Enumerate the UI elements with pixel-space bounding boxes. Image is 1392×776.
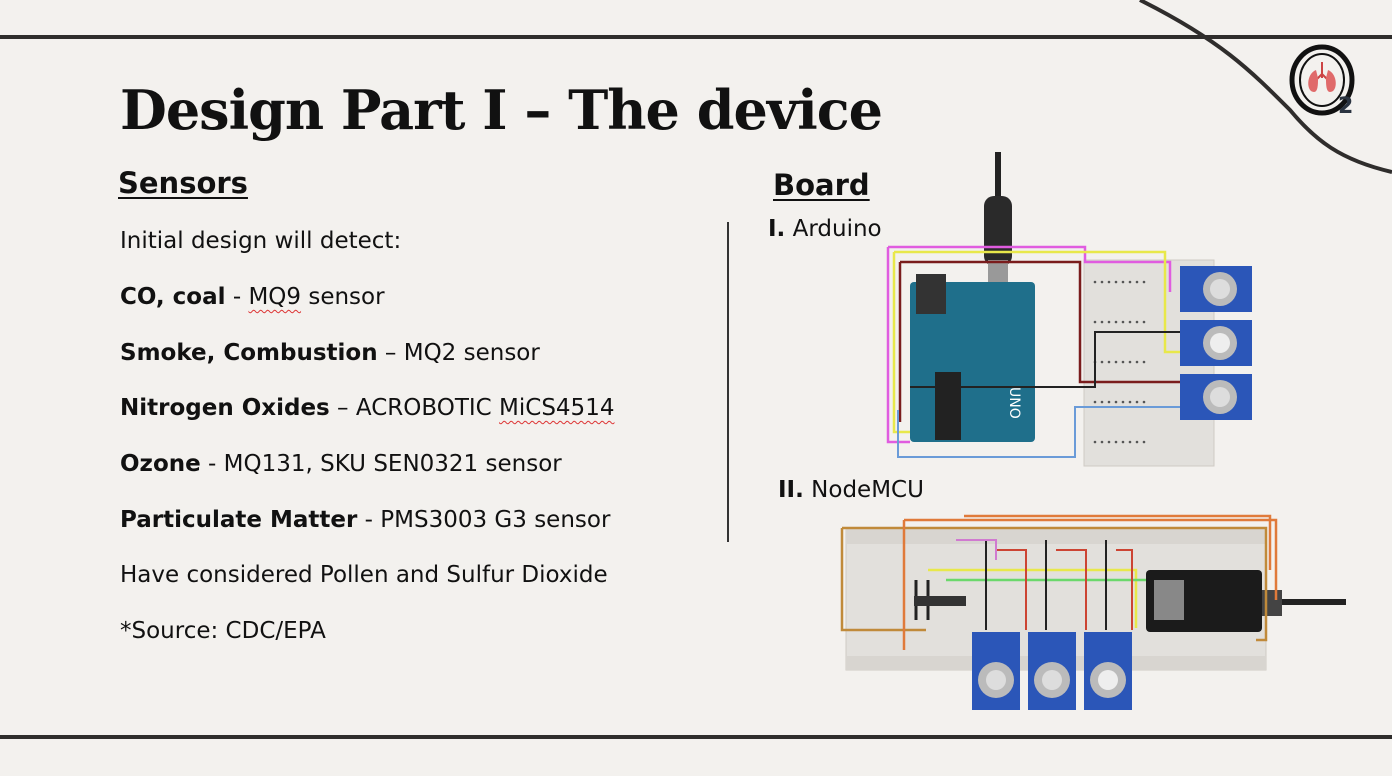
logo: 2 bbox=[1286, 44, 1366, 124]
sensor-item-particulate: Particulate Matter - PMS3003 G3 sensor bbox=[120, 507, 610, 533]
arduino-wiring-diagram: UNO bbox=[886, 152, 1252, 467]
lungs-logo-icon bbox=[1289, 44, 1355, 116]
sensor-label: Particulate Matter bbox=[120, 507, 358, 533]
nodemcu-wiring-diagram bbox=[840, 514, 1346, 710]
sensor-value: PMS3003 G3 sensor bbox=[380, 507, 611, 533]
arduino-sensor-modules bbox=[1180, 266, 1252, 420]
sensor-value: ACROBOTIC bbox=[355, 395, 500, 421]
board-numeral: I. bbox=[768, 216, 786, 242]
sensor-value: MQ131, SKU SEN0321 sensor bbox=[223, 451, 562, 477]
sensors-source: *Source: CDC/EPA bbox=[120, 618, 326, 644]
sensor-sep: - bbox=[357, 507, 381, 533]
sensors-heading: Sensors bbox=[118, 166, 248, 200]
bottom-rule bbox=[0, 735, 1392, 739]
board-heading: Board bbox=[773, 168, 870, 202]
sensor-label: Nitrogen Oxides bbox=[120, 395, 330, 421]
nodemcu-sensor-modules bbox=[972, 632, 1132, 710]
board-option-arduino: I. Arduino bbox=[768, 216, 882, 242]
sensors-intro: Initial design will detect: bbox=[120, 228, 402, 254]
sensor-label: CO, coal bbox=[120, 284, 226, 310]
sensor-item-nitrogen: Nitrogen Oxides – ACROBOTIC MiCS4514 bbox=[120, 395, 614, 421]
sensor-value: MQ9 bbox=[248, 284, 302, 310]
sensor-label: Ozone bbox=[120, 451, 201, 477]
top-rule bbox=[0, 35, 1392, 39]
arduino-board-text: UNO bbox=[1006, 387, 1022, 419]
sensor-item-ozone: Ozone - MQ131, SKU SEN0321 sensor bbox=[120, 451, 562, 477]
board-name: Arduino bbox=[792, 216, 882, 242]
sensor-item-co: CO, coal - MQ9 sensor bbox=[120, 284, 385, 310]
sensors-considered: Have considered Pollen and Sulfur Dioxid… bbox=[120, 562, 608, 588]
sensor-sep: - bbox=[225, 284, 249, 310]
sensor-sep: – bbox=[377, 340, 404, 366]
sensor-item-smoke: Smoke, Combustion – MQ2 sensor bbox=[120, 340, 540, 366]
slide-title: Design Part I – The device bbox=[120, 78, 883, 142]
sensor-label: Smoke, Combustion bbox=[120, 340, 378, 366]
sensor-sep: – bbox=[329, 395, 356, 421]
board-name: NodeMCU bbox=[811, 477, 924, 503]
sensor-sep: - bbox=[200, 451, 224, 477]
board-option-nodemcu: II. NodeMCU bbox=[778, 477, 924, 503]
sensor-suffix: sensor bbox=[301, 284, 385, 310]
board-numeral: II. bbox=[778, 477, 804, 503]
sensor-value: MQ2 sensor bbox=[403, 340, 540, 366]
column-divider bbox=[727, 222, 729, 542]
sensor-value-model: MiCS4514 bbox=[499, 395, 615, 421]
corner-swoosh bbox=[1139, 0, 1392, 174]
logo-subscript: 2 bbox=[1338, 94, 1354, 119]
